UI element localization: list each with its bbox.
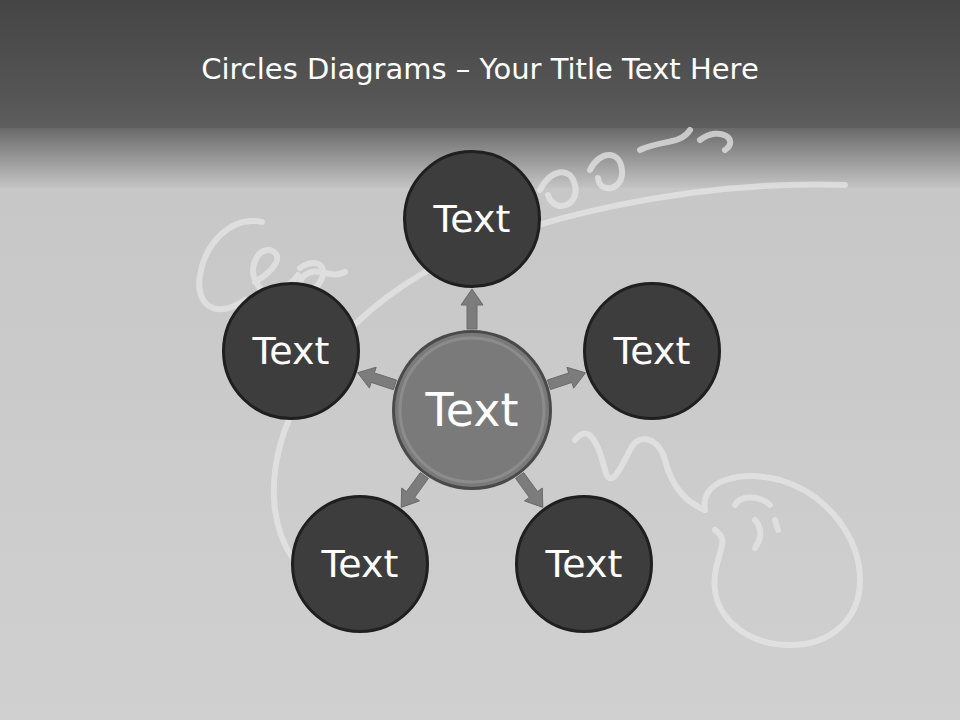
node-label: Text bbox=[434, 197, 511, 241]
circle-outline bbox=[224, 284, 359, 419]
slide-title: Circles Diagrams – Your Title Text Here bbox=[0, 52, 960, 86]
circle-outline bbox=[585, 284, 720, 419]
outer-circle: Text bbox=[403, 150, 541, 288]
block-arrow bbox=[516, 473, 543, 508]
outer-circle: Text bbox=[291, 495, 429, 633]
circle-outline bbox=[394, 332, 551, 489]
chalk-drawing bbox=[199, 130, 860, 645]
node-label: Text bbox=[425, 383, 518, 437]
block-arrow bbox=[461, 289, 483, 329]
node-label: Text bbox=[546, 542, 623, 586]
header-band bbox=[0, 0, 960, 128]
node-label: Text bbox=[322, 542, 399, 586]
circle-outline bbox=[405, 152, 540, 287]
outer-circle: Text bbox=[222, 282, 360, 420]
node-label: Text bbox=[253, 329, 330, 373]
center-circle: Text bbox=[392, 330, 552, 490]
block-arrow bbox=[358, 367, 397, 390]
circle-outline bbox=[293, 497, 428, 632]
block-arrow bbox=[401, 473, 428, 508]
circle-outline bbox=[517, 497, 652, 632]
inner-ring bbox=[400, 338, 544, 482]
outer-circle: Text bbox=[515, 495, 653, 633]
outer-circle: Text bbox=[583, 282, 721, 420]
block-arrow bbox=[547, 367, 585, 389]
node-label: Text bbox=[614, 329, 691, 373]
